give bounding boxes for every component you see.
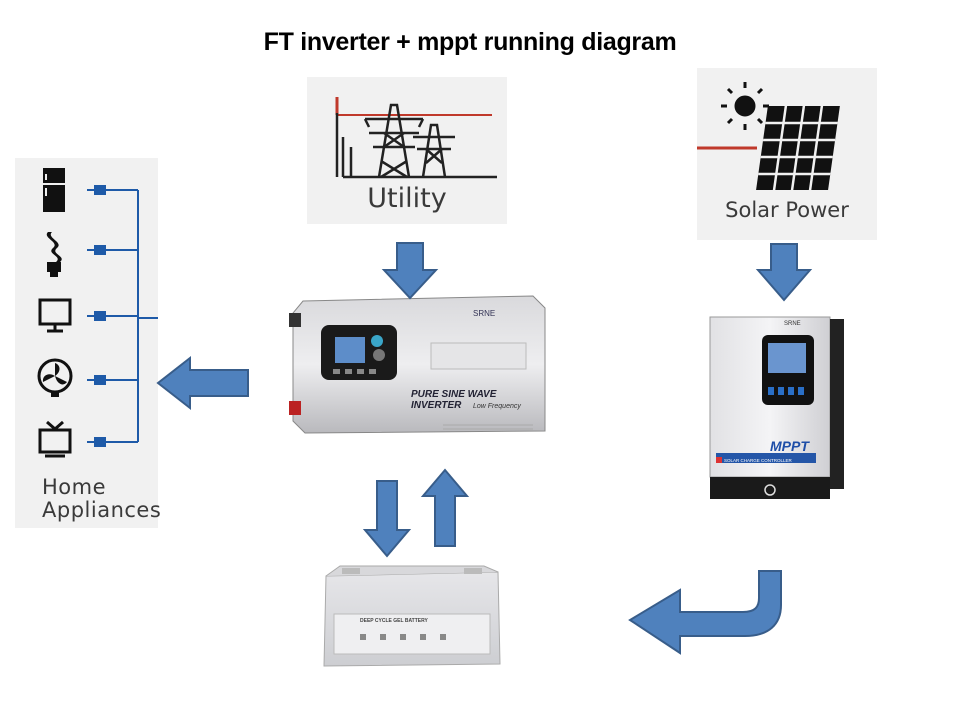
arrow-controller-to-battery: [628, 570, 782, 655]
utility-panel: Utility: [307, 77, 507, 224]
arrow-battery-to-inverter: [420, 468, 470, 547]
fridge-icon: [43, 168, 65, 212]
inverter-body: [289, 295, 546, 434]
solar-panel-card: Solar Power: [697, 68, 877, 240]
monitor-icon: [38, 298, 72, 333]
battery-body: [323, 565, 501, 667]
bulb-icon: [46, 232, 62, 277]
battery-device: DEEP CYCLE GEL BATTERY: [320, 562, 504, 670]
fan-icon: [37, 358, 73, 397]
arrow-solar-to-controller: [755, 243, 813, 302]
mppt-controller: SRNE MPPT SOLAR CHARGE CONTROLLER: [706, 313, 848, 503]
utility-label: Utility: [367, 183, 447, 214]
arrow-inverter-to-battery: [362, 480, 412, 558]
controller-subtitle: SOLAR CHARGE CONTROLLER: [724, 458, 792, 463]
appliances-panel: Home Appliances: [15, 158, 162, 528]
controller-body: [709, 316, 844, 499]
diagram-title: FT inverter + mppt running diagram: [263, 28, 677, 56]
transmission-tower-icon: [335, 97, 497, 179]
battery-title: DEEP CYCLE GEL BATTERY: [360, 618, 428, 624]
solar-label: Solar Power: [725, 198, 849, 222]
controller-title: MPPT: [770, 438, 809, 454]
solar-panel-icon: [697, 82, 840, 190]
tv-icon: [38, 420, 72, 458]
inverter-subtitle: Low Frequency: [473, 403, 521, 410]
arrow-inverter-to-appliances: [156, 355, 249, 411]
inverter-brand: SRNE: [473, 309, 496, 318]
inverter-title: PURE SINE WAVE INVERTER: [411, 389, 497, 411]
arrow-utility-to-inverter: [381, 242, 439, 300]
appliances-label-line1: Home: [42, 475, 107, 499]
controller-brand: SRNE: [784, 321, 801, 327]
inverter-device: SRNE PURE SINE WAVE INVERTER Low Frequen…: [283, 293, 548, 438]
appliances-label-line2: Appliances: [42, 498, 162, 522]
appliances-wiring: [37, 168, 158, 458]
